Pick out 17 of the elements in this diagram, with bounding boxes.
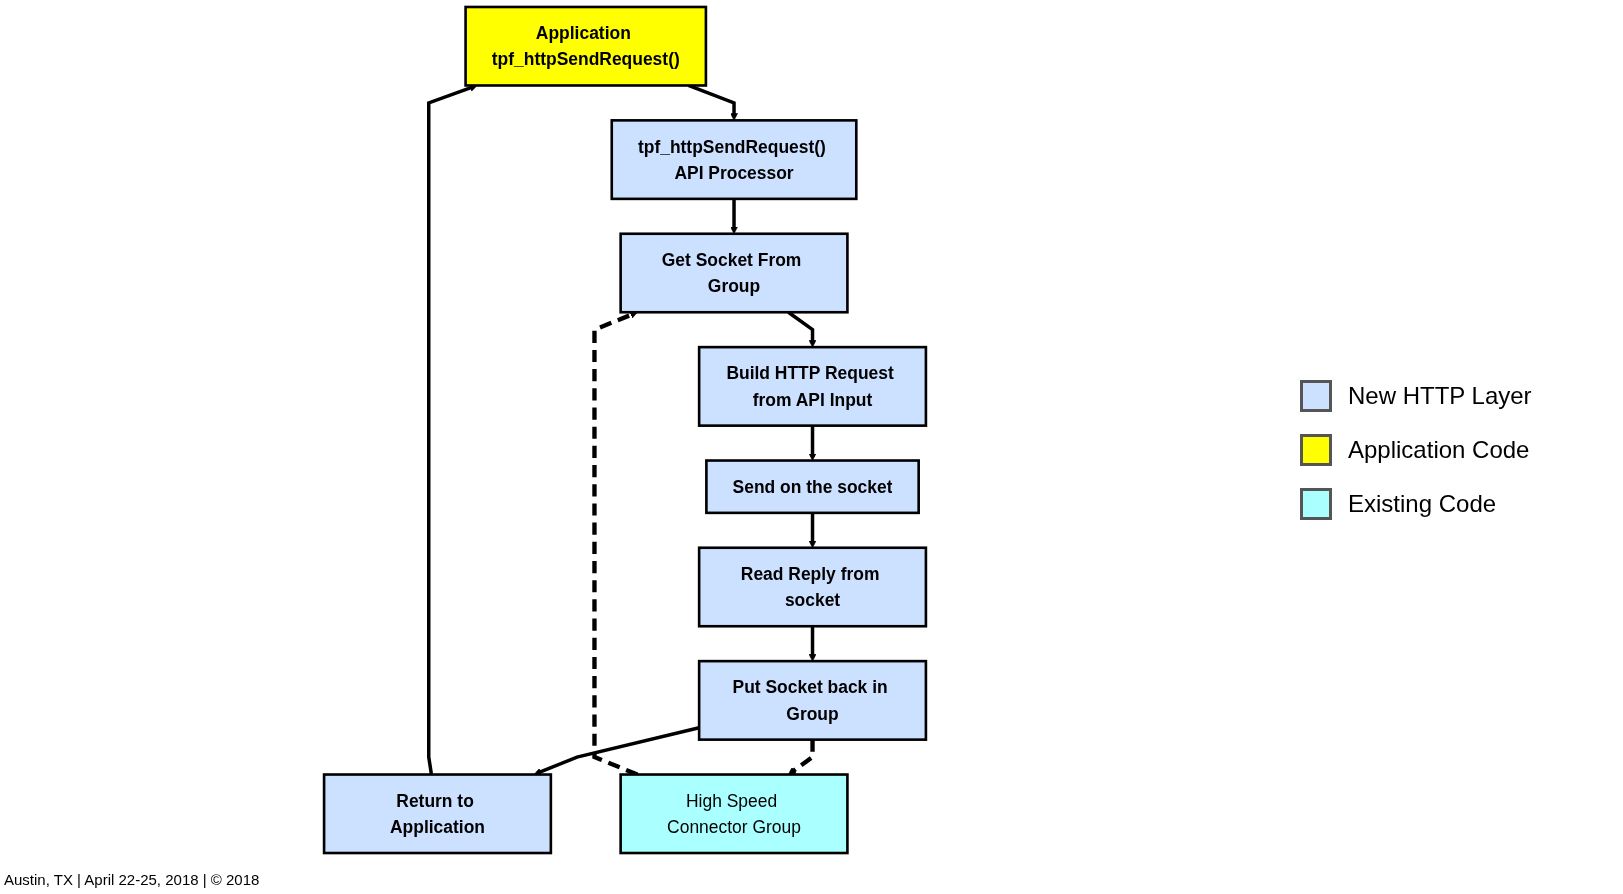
arrow (808, 425, 817, 461)
legend-label: Existing Code (1348, 490, 1497, 518)
arrow (788, 739, 815, 775)
footer-note: Austin, TX | April 22-25, 2018 | © 2018 (4, 871, 260, 888)
node-box: Get Socket From Group (619, 232, 849, 314)
node-box: Application tpf_httpSendRequest() (464, 5, 708, 87)
arrow (808, 626, 817, 662)
arrow (427, 84, 478, 775)
node-box: High Speed Connector Group (619, 773, 849, 855)
node-box: Build HTTP Request from API Input (697, 345, 928, 427)
legend-label: Application Code (1348, 436, 1530, 464)
legend-label: New HTTP Layer (1348, 382, 1532, 410)
node-box: Read Reply from socket (697, 546, 928, 628)
node-box: Put Socket back in Group (697, 659, 928, 741)
node-box: Send on the socket (705, 459, 920, 515)
node-box: Return to Application (322, 773, 553, 855)
node-box: tpf_httpSendRequest() API Processor (610, 119, 858, 201)
